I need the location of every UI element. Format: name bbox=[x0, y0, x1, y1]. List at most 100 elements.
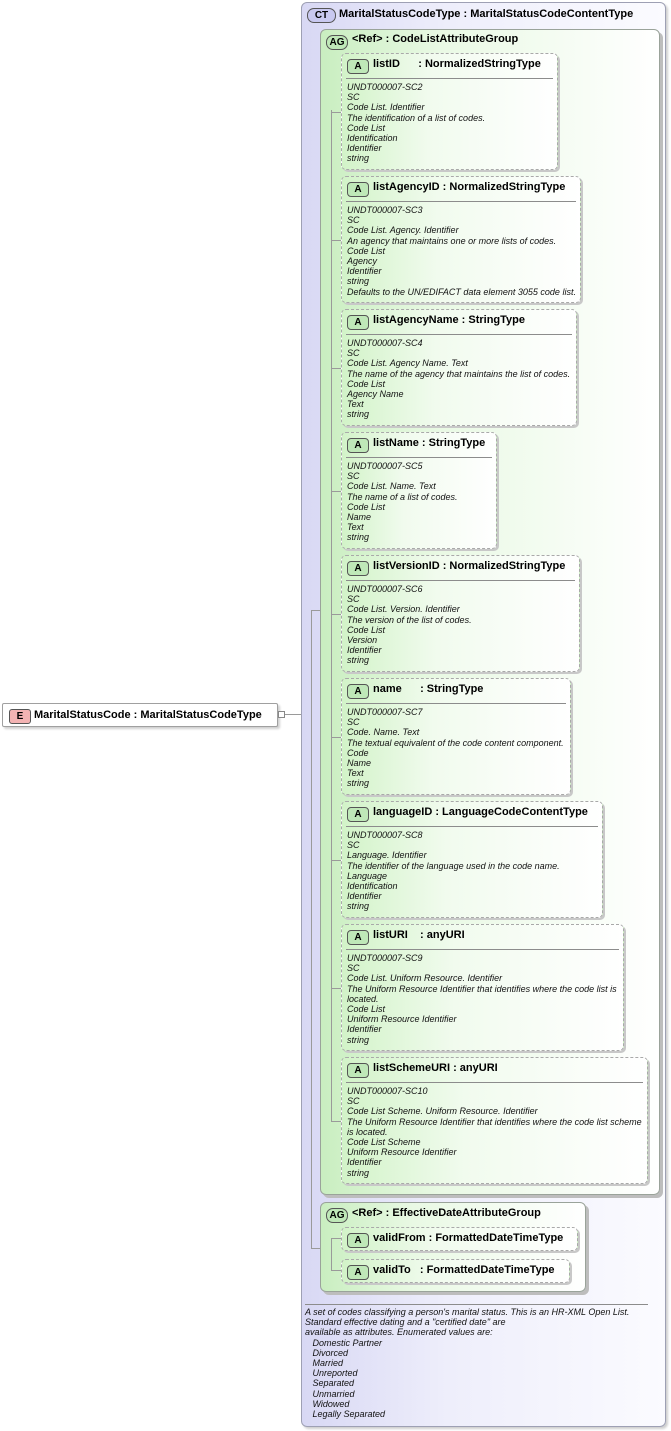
element-badge: E bbox=[9, 709, 31, 724]
tree-line-vertical bbox=[311, 610, 312, 1249]
attribute-doc-line: Code List bbox=[347, 245, 386, 256]
attribute-doc-line: UNDT000007-SC2 bbox=[347, 82, 423, 92]
attribute-title: listAgencyName : StringType bbox=[373, 314, 525, 326]
attribute-doc-line: SC bbox=[347, 840, 360, 851]
attribute-badge: A bbox=[347, 930, 369, 945]
attribute-doc-line: Defaults to the UN/EDIFACT data element … bbox=[347, 286, 576, 297]
attribute-doc-line: string bbox=[347, 276, 370, 287]
complex-type-doc-line: Domestic Partner bbox=[305, 1337, 383, 1348]
attribute-badge: A bbox=[347, 1265, 369, 1280]
tree-branch-group2 bbox=[311, 1248, 321, 1249]
attribute-doc-line: Code bbox=[347, 747, 369, 758]
attribute-title: name : StringType bbox=[373, 683, 484, 695]
attribute-branch-line bbox=[331, 614, 341, 615]
complex-type-doc-line: A set of codes classifying a person's ma… bbox=[305, 1307, 630, 1317]
attribute-doc-line: The version of the list of codes. bbox=[347, 614, 472, 625]
attribute-doc-line: Code List Scheme. Uniform Resource. Iden… bbox=[347, 1106, 538, 1117]
attribute-branch-line bbox=[331, 240, 341, 241]
attribute-doc-line: UNDT000007-SC7 bbox=[347, 707, 423, 717]
attribute-doc-line: SC bbox=[347, 1096, 360, 1107]
attribute-title: validFrom : FormattedDateTimeType bbox=[373, 1232, 564, 1244]
attribute-doc-line: Code List bbox=[347, 501, 386, 512]
attribute-title: listURI : anyURI bbox=[373, 929, 465, 941]
attribute-doc-line: SC bbox=[347, 92, 360, 103]
complex-type-doc-line: Married bbox=[305, 1358, 344, 1369]
attribute-doc-line: Code List bbox=[347, 624, 386, 635]
attribute-doc-line: Language. Identifier bbox=[347, 850, 427, 861]
attribute-doc-line: Code List. Uniform Resource. Identifier bbox=[347, 973, 503, 984]
attribute-title: listAgencyID : NormalizedStringType bbox=[373, 181, 566, 193]
attribute-badge: A bbox=[347, 807, 369, 822]
element-title: MaritalStatusCode : MaritalStatusCodeTyp… bbox=[34, 709, 262, 721]
attribute-separator bbox=[346, 826, 598, 827]
attribute-doc-line: string bbox=[347, 409, 370, 420]
attribute-doc-line: SC bbox=[347, 215, 360, 226]
attribute-branch-line bbox=[331, 860, 341, 861]
attribute-doc-line: UNDT000007-SC5 bbox=[347, 461, 423, 471]
attribute-badge: A bbox=[347, 438, 369, 453]
attribute-group-title: <Ref> : EffectiveDateAttributeGroup bbox=[352, 1207, 541, 1219]
attribute-doc-line: Identifier bbox=[347, 645, 382, 656]
attribute-title: listName : StringType bbox=[373, 437, 486, 449]
attribute-doc-line: Uniform Resource Identifier bbox=[347, 1147, 457, 1158]
attribute-box-validfrom[interactable]: A validFrom : FormattedDateTimeType bbox=[341, 1227, 578, 1251]
attribute-doc-line: Text bbox=[347, 768, 364, 779]
attribute-badge: A bbox=[347, 182, 369, 197]
attribute-badge: A bbox=[347, 561, 369, 576]
element-box[interactable]: E MaritalStatusCode : MaritalStatusCodeT… bbox=[2, 703, 278, 727]
attribute-separator bbox=[346, 334, 572, 335]
complex-type-doc-line: Legally Separated bbox=[305, 1409, 386, 1420]
attribute-group-badge: AG bbox=[326, 35, 348, 50]
attribute-badge: A bbox=[347, 315, 369, 330]
attribute-doc-line: The name of a list of codes. bbox=[347, 491, 458, 502]
attribute-doc-line: UNDT000007-SC6 bbox=[347, 584, 423, 594]
attribute-title: listID : NormalizedStringType bbox=[373, 58, 541, 70]
attribute-doc-line: Identifier bbox=[347, 891, 382, 902]
attribute-title: listSchemeURI : anyURI bbox=[373, 1062, 498, 1074]
group2-branch-2 bbox=[331, 1270, 341, 1271]
attribute-doc-line: is located. bbox=[347, 1126, 388, 1137]
attribute-doc-line: Code List. Agency. Identifier bbox=[347, 225, 459, 236]
complex-type-doc-separator bbox=[305, 1304, 648, 1305]
attribute-doc-line: Code. Name. Text bbox=[347, 727, 420, 738]
attribute-doc-line: Agency Name bbox=[347, 389, 404, 400]
attribute-doc-line: Code List bbox=[347, 122, 386, 133]
attribute-doc-line: string bbox=[347, 655, 370, 666]
attribute-doc-line: Identifier bbox=[347, 266, 382, 277]
attribute-title: validTo : FormattedDateTimeType bbox=[373, 1264, 555, 1276]
complex-type-doc-line: Separated bbox=[305, 1378, 355, 1389]
attribute-doc-line: Text bbox=[347, 399, 364, 410]
attribute-doc-line: string bbox=[347, 532, 370, 543]
attribute-doc-line: string bbox=[347, 153, 370, 164]
attribute-doc-line: UNDT000007-SC4 bbox=[347, 338, 423, 348]
attribute-box-validto[interactable]: A validTo : FormattedDateTimeType bbox=[341, 1259, 570, 1283]
attribute-doc-line: Code List. Name. Text bbox=[347, 481, 436, 492]
complex-type-doc-line: Widowed bbox=[305, 1398, 350, 1409]
attribute-doc-line: SC bbox=[347, 471, 360, 482]
attribute-doc-line: SC bbox=[347, 594, 360, 605]
attribute-separator bbox=[346, 703, 566, 704]
attribute-group-title: <Ref> : CodeListAttributeGroup bbox=[352, 33, 519, 45]
attribute-doc-line: string bbox=[347, 1034, 370, 1045]
attribute-doc-line: Agency bbox=[347, 256, 378, 267]
attribute-doc-line: string bbox=[347, 901, 370, 912]
attribute-doc-line: Code List Scheme bbox=[347, 1137, 421, 1148]
attribute-doc-line: An agency that maintains one or more lis… bbox=[347, 235, 557, 246]
attribute-doc-line: Identification bbox=[347, 881, 398, 892]
complex-type-doc-line: Standard effective dating and a "certifi… bbox=[305, 1317, 506, 1328]
attribute-doc-line: Identification bbox=[347, 133, 398, 144]
attribute-doc-line: The identifier of the language used in t… bbox=[347, 860, 560, 871]
